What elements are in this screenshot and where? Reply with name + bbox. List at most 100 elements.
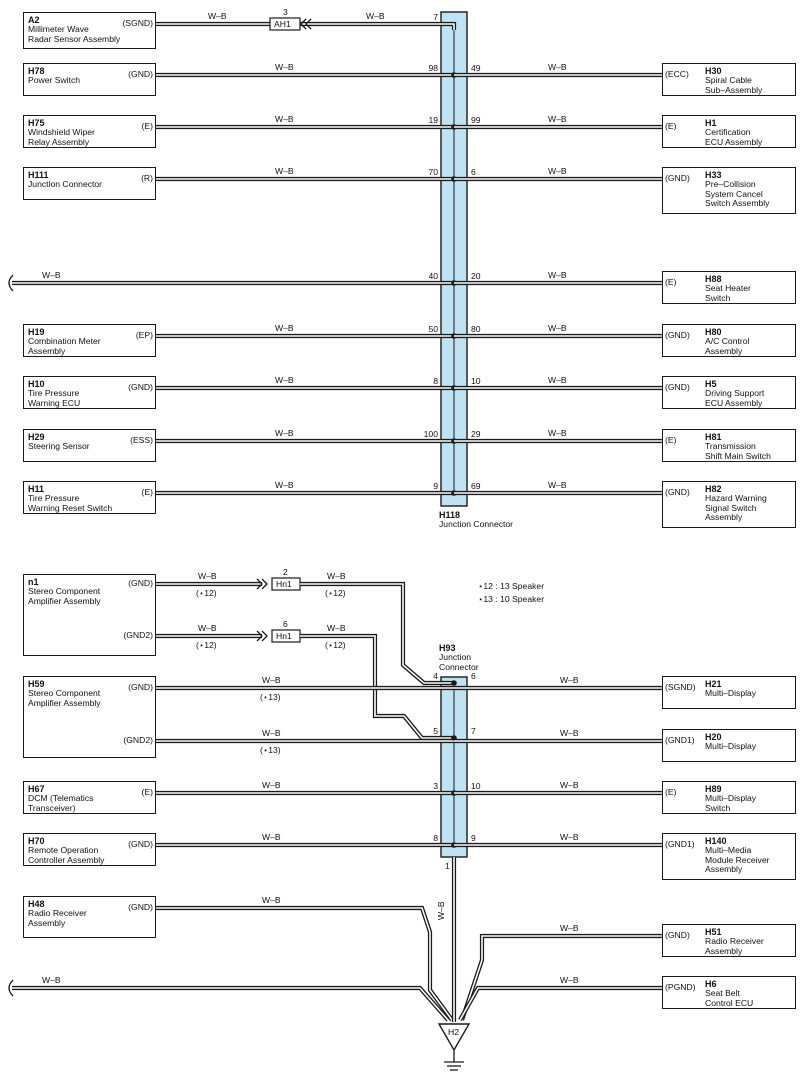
vertical-wire-label: W–B [436,901,446,920]
top-left-6-name: Tire Pressure Warning ECU [28,388,81,408]
top-right-5-pin: 10 [471,376,481,386]
top-left-7-name: Steering Sensor [28,441,90,451]
top-left-5-code: H19 [28,327,45,337]
inline-connector-hn1-pin-1: 6 [283,619,288,629]
top-right-4-box [662,324,796,357]
bottom-right-1-wire-label: W–B [560,728,579,738]
top-left-8-name: Tire Pressure Warning Reset Switch [28,493,113,513]
h59-term-0: (GND) [128,682,153,692]
top-right-0-pin: 49 [471,63,481,73]
junction-h118-name: Junction Connector [439,519,514,529]
h59-name: Stereo Component Amplifier Assembly [28,688,101,708]
bottom-right-3-box [662,833,796,880]
inline-arrow-icon [300,18,312,30]
bottom-left-2-code: H48 [28,899,45,909]
inline-connector-ah1 [269,17,301,31]
top-right-6-term: (E) [665,435,677,445]
inline-connector-hn1-label-0: Hn1 [276,579,292,589]
bottom-left-0-term: (E) [141,787,153,797]
top-left-2-code: H75 [28,118,45,128]
bottom-right-1-name: Multi–Display [705,741,757,751]
bottom-left-0-wire-label: W–B [262,780,281,790]
top-right-5-box [662,376,796,409]
top-right-2-pin: 6 [471,167,476,177]
top-left-0-term: (SGND) [122,18,153,28]
top-right-1-name: Certification ECU Assembly [705,127,763,147]
top-left-8-box [23,481,156,514]
bottom-left-1-wire-label: W–B [262,832,281,842]
top-left-7-pin: 100 [423,429,438,439]
bottom-right-3-name: Multi–Media Module Receiver Assembly [705,845,770,875]
top-right-0-code: H30 [705,66,722,76]
h59-cond-1: (⋆13) [260,745,281,755]
inline-connector-hn1-pin-0: 2 [283,567,288,577]
inline-connector-ah1-label: AH1 [274,19,291,29]
ground-code: H2 [448,1027,459,1037]
bottom-right-3-code: H140 [705,836,727,846]
top-left-0-wire-b-core [300,23,455,30]
bottom-left-2-wire-core [156,907,453,1021]
top-right-6-wire-label: W–B [548,428,567,438]
n1-term-1: (GND2) [123,630,153,640]
bottom-right-5-wire [458,985,662,1022]
top-right-2-box [662,167,796,214]
bottom-right-2-code: H89 [705,784,722,794]
top-right-0-wire-label: W–B [548,62,567,72]
bottom-right-1-term: (GND1) [665,735,695,745]
top-left-8-term: (E) [141,487,153,497]
top-right-6-box [662,429,796,462]
top-right-2-code: H33 [705,170,722,180]
top-left-1-pin: 98 [428,63,438,73]
n1-inline-arrow-icon-1 [256,630,268,642]
bottom-left-1-code: H70 [28,836,45,846]
top-right-3-wire-label: W–B [548,270,567,280]
top-left-0-pin: 7 [433,12,438,22]
top-left-5-box [23,324,156,357]
h93-pin-right-0: 6 [471,671,476,681]
top-right-7-term: (GND) [665,487,690,497]
h59-code: H59 [28,679,45,689]
n1-wire-label-a-0: W–B [198,571,217,581]
bottom-left-1-box [23,833,156,866]
bottom-right-5-term: (PGND) [665,982,696,992]
top-left-0-name: Millimeter Wave Radar Sensor Assembly [28,24,121,44]
bottom-right-3-wire-label: W–B [560,832,579,842]
bottom-right-4-term: (GND) [665,930,690,940]
top-left-7-code: H29 [28,432,45,442]
bottom-right-0-box [662,676,796,709]
bottom-right-3-term: (GND1) [665,839,695,849]
top-right-3-pin: 20 [471,271,481,281]
n1-cond-b-1: (⋆12) [325,640,346,650]
h59-term-1: (GND2) [123,735,153,745]
top-left-6-pin: 8 [433,376,438,386]
n1-name: Stereo Component Amplifier Assembly [28,586,101,606]
top-right-4-pin: 80 [471,324,481,334]
bottom-left-0-name: DCM (Telematics Transceiver) [28,793,94,813]
bottom-left-3-wire-label: W–B [42,975,61,985]
n1-wire-label-a-1: W–B [198,623,217,633]
top-right-3-code: H88 [705,274,722,284]
top-right-7-code: H82 [705,484,722,494]
top-left-4-wire-label: W–B [42,270,61,280]
bottom-right-1-box [662,729,796,762]
bottom-right-1-code: H20 [705,732,722,742]
h93-pin-right-1: 7 [471,726,476,736]
top-left-6-term: (GND) [128,382,153,392]
top-right-1-box [662,115,796,148]
h59-box [23,676,156,758]
n1-term-0: (GND) [128,578,153,588]
top-right-4-term: (GND) [665,330,690,340]
top-right-7-wire-label: W–B [548,480,567,490]
top-left-0-wire-label: W–B [208,11,227,21]
top-left-1-wire-label: W–B [275,62,294,72]
h93-pin-left-2: 3 [433,781,438,791]
top-left-1-code: H78 [28,66,45,76]
top-right-0-name: Spiral Cable Sub–Assembly [705,75,763,95]
bottom-right-0-wire-label: W–B [560,675,579,685]
top-right-1-code: H1 [705,118,717,128]
bottom-left-2-name: Radio Receiver Assembly [28,908,87,928]
top-right-3-box [662,271,796,304]
inline-connector-ah1-pin: 3 [283,7,288,17]
top-right-5-code: H5 [705,379,717,389]
